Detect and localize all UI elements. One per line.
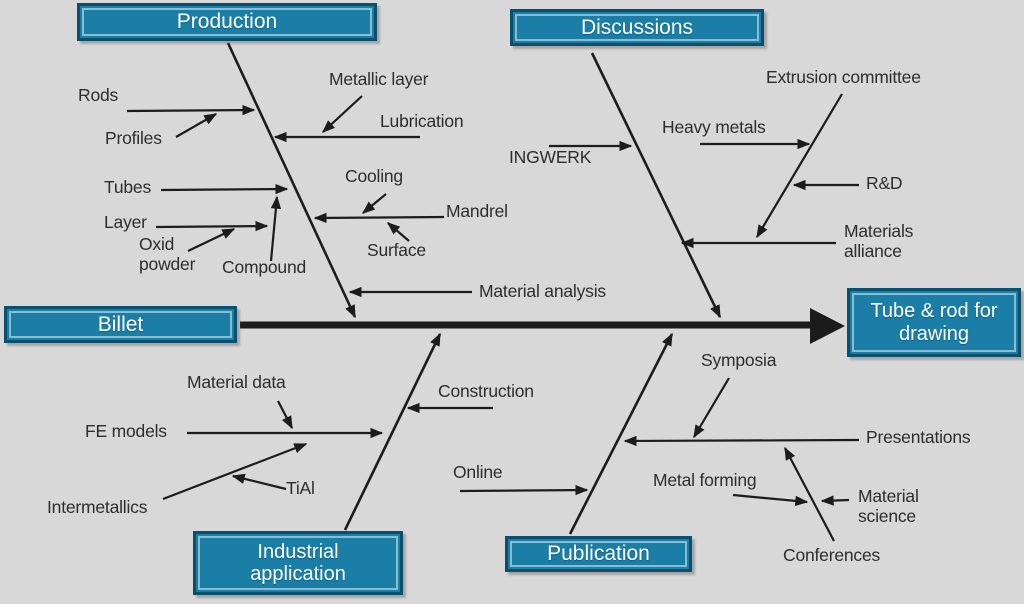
rd-label: R&D bbox=[866, 173, 903, 193]
extrusion-committee-arrow bbox=[756, 93, 843, 239]
publication-box-label: Publication bbox=[547, 542, 650, 566]
material-data-arrow bbox=[277, 400, 293, 430]
layer-arrow bbox=[155, 220, 269, 232]
metal-forming-arrow bbox=[732, 493, 809, 507]
intermetallics-arrow bbox=[162, 442, 308, 501]
tubes-label: Tubes bbox=[104, 177, 151, 197]
production-branch-line bbox=[226, 42, 357, 319]
materials-alliance-label: Materials alliance bbox=[844, 221, 914, 262]
layer-label: Layer bbox=[104, 212, 147, 232]
conferences-label: Conferences bbox=[783, 545, 881, 565]
discussions-branch-line bbox=[590, 52, 722, 319]
intermetallics-label: Intermetallics bbox=[47, 497, 148, 517]
profiles-arrow bbox=[175, 113, 218, 138]
mandrel-label: Mandrel bbox=[446, 201, 508, 221]
cooling-arrow bbox=[361, 193, 387, 214]
tubes-arrow bbox=[160, 183, 289, 195]
symposia-label: Symposia bbox=[701, 350, 777, 370]
fe-models-label: FE models bbox=[85, 421, 167, 441]
ingwerk-label: INGWERK bbox=[509, 147, 592, 167]
material-analysis-label: Material analysis bbox=[479, 281, 606, 301]
industrial-branch-line bbox=[343, 332, 442, 531]
compound-arrow bbox=[269, 195, 282, 262]
symposia-arrow bbox=[693, 377, 730, 439]
material-science-arrow bbox=[820, 495, 850, 506]
online-label: Online bbox=[453, 462, 503, 482]
discussions-box-label: Discussions bbox=[580, 15, 694, 39]
production-box-label: Production bbox=[176, 10, 278, 34]
compound-label: Compound bbox=[222, 257, 307, 277]
material-data-label: Material data bbox=[187, 372, 286, 392]
industrial-application-box-label: Industrial application bbox=[250, 540, 346, 585]
billet-box: Billet bbox=[4, 306, 237, 343]
tial-label: TiAl bbox=[286, 478, 315, 498]
mandrel-arrow bbox=[313, 212, 445, 224]
rods-arrow bbox=[126, 104, 256, 116]
production-box: Production bbox=[77, 3, 377, 41]
extrusion-committee-label: Extrusion committee bbox=[766, 67, 921, 87]
presentations-arrow bbox=[623, 435, 860, 447]
publication-box: Publication bbox=[505, 536, 692, 572]
surface-arrow bbox=[387, 222, 410, 242]
surface-label: Surface bbox=[367, 240, 426, 260]
oxid-powder-label: Oxid powder bbox=[139, 234, 196, 275]
effect-box-label: Tube & rod for drawing bbox=[870, 300, 998, 345]
discussions-box: Discussions bbox=[510, 9, 764, 46]
material-science-label: Material science bbox=[858, 486, 919, 527]
oxid-powder-arrow bbox=[187, 228, 236, 252]
industrial-application-box: Industrial application bbox=[193, 531, 403, 595]
metallic-layer-label: Metallic layer bbox=[329, 69, 429, 89]
metal-forming-label: Metal forming bbox=[653, 470, 757, 490]
lubrication-label: Lubrication bbox=[380, 111, 464, 131]
online-arrow bbox=[459, 484, 589, 496]
effect-box: Tube & rod for drawing bbox=[847, 288, 1021, 357]
billet-box-label: Billet bbox=[97, 312, 144, 336]
publication-branch-line bbox=[568, 332, 674, 535]
cooling-label: Cooling bbox=[345, 166, 403, 186]
heavy-metals-label: Heavy metals bbox=[662, 117, 766, 137]
conferences-arrow bbox=[784, 446, 835, 542]
tial-arrow bbox=[231, 473, 287, 491]
profiles-label: Profiles bbox=[105, 128, 162, 148]
metallic-layer-arrow bbox=[322, 95, 363, 133]
presentations-label: Presentations bbox=[866, 427, 971, 447]
spine-arrowhead bbox=[810, 308, 845, 344]
construction-label: Construction bbox=[438, 381, 534, 401]
rods-label: Rods bbox=[78, 85, 119, 105]
